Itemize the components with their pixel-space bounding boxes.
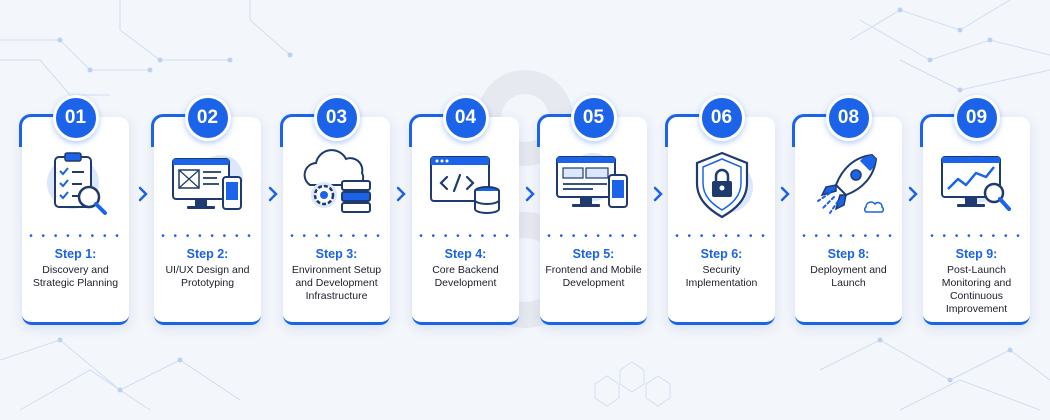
step-card-5: 05 • • • • • • • • Step 5: Frontend and …: [537, 95, 647, 325]
step-title: Step 9:: [955, 247, 998, 261]
step-title: Step 4:: [444, 247, 487, 261]
monitor-chart-magnifier-icon: [936, 147, 1018, 225]
step-title: Step 2:: [186, 247, 229, 261]
dotted-separator: • • • • • • • •: [161, 231, 254, 242]
step-number-badge: 02: [184, 95, 231, 141]
dotted-separator: • • • • • • • •: [547, 231, 640, 242]
dotted-separator: • • • • • • • •: [290, 231, 383, 242]
step-title: Step 8:: [827, 247, 870, 261]
chevron-right-icon: [780, 186, 790, 202]
cloud-gear-server-icon: [296, 147, 378, 225]
step-number-badge: 05: [570, 95, 617, 141]
dotted-separator: • • • • • • • •: [675, 231, 768, 242]
step-description: Deployment and Launch: [810, 264, 887, 289]
chevron-right-icon: [396, 186, 406, 202]
step-number-badge: 03: [313, 95, 360, 141]
step-card-2: 02 • • • • • • • • Step 2: UI/UX Design …: [151, 95, 261, 325]
step-card-4: 04 • • • • • • • • Step 4: Core Backend …: [409, 95, 519, 325]
step-card-9: 09 • • • • • • • • Step 9: Post-Launch M…: [920, 95, 1030, 325]
monitor-phone-wireframe-icon: [167, 147, 249, 225]
dotted-separator: • • • • • • • •: [930, 231, 1023, 242]
chevron-right-icon: [268, 186, 278, 202]
dotted-separator: • • • • • • • •: [29, 231, 122, 242]
step-description: Post-Launch Monitoring and Continuous Im…: [941, 264, 1012, 315]
step-number-badge: 04: [442, 95, 489, 141]
step-number-badge: 08: [825, 95, 872, 141]
step-number-badge: 09: [953, 95, 1000, 141]
chevron-right-icon: [138, 186, 148, 202]
step-description: Frontend and Mobile Development: [545, 264, 642, 289]
chevron-right-icon: [653, 186, 663, 202]
shield-lock-icon: [681, 147, 763, 225]
step-description: Discovery and Strategic Planning: [32, 264, 119, 289]
step-number-badge: 06: [698, 95, 745, 141]
step-card-3: 03 • • • • • • • • Step 3: Environment S…: [280, 95, 390, 325]
step-title: Step 5:: [572, 247, 615, 261]
dotted-separator: • • • • • • • •: [419, 231, 512, 242]
step-title: Step 1:: [54, 247, 97, 261]
step-card-1: 01 • • • • • • • • Step 1: Discovery and…: [19, 95, 129, 325]
step-card-6: 06 • • • • • • • • Step 6: Security Impl…: [665, 95, 775, 325]
monitor-phone-icon: [553, 147, 635, 225]
step-title: Step 3:: [315, 247, 358, 261]
step-card-8: 08 • • • • • • • • Step 8: Deployment an…: [792, 95, 902, 325]
dotted-separator: • • • • • • • •: [802, 231, 895, 242]
chevron-right-icon: [908, 186, 918, 202]
step-description: Environment Setup and Development Infras…: [291, 264, 382, 302]
step-description: Core Backend Development: [432, 264, 499, 289]
step-number-badge: 01: [52, 95, 99, 141]
rocket-icon: [808, 147, 890, 225]
chevron-right-icon: [525, 186, 535, 202]
step-description: UI/UX Design and Prototyping: [165, 264, 250, 289]
clipboard-checklist-magnifier-icon: [35, 147, 117, 225]
code-window-database-icon: [425, 147, 507, 225]
step-title: Step 6:: [700, 247, 743, 261]
step-description: Security Implementation: [685, 264, 758, 289]
